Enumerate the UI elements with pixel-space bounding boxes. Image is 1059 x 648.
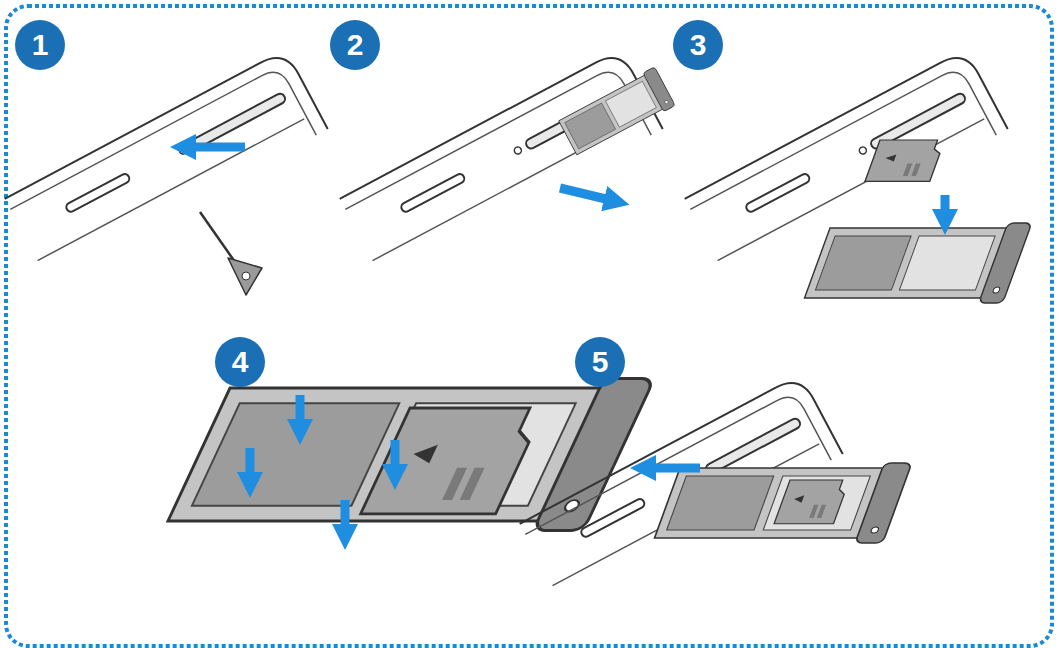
step-badge xyxy=(673,20,723,70)
step-2-figure xyxy=(340,39,682,278)
callout-number: 4 xyxy=(215,337,265,387)
step-4-figure xyxy=(164,379,655,531)
step-3-figure xyxy=(685,49,1032,303)
step-badge xyxy=(575,337,625,387)
step-5-figure xyxy=(520,374,912,603)
step-badge xyxy=(215,337,265,387)
step-badge xyxy=(330,20,380,70)
callout-number: 1 xyxy=(15,20,65,70)
callout-number: 3 xyxy=(673,20,723,70)
callout-number: 5 xyxy=(575,337,625,387)
dotted-frame xyxy=(6,6,1052,646)
callout-number: 2 xyxy=(330,20,380,70)
step-badge xyxy=(15,20,65,70)
step-1-figure xyxy=(5,49,328,295)
